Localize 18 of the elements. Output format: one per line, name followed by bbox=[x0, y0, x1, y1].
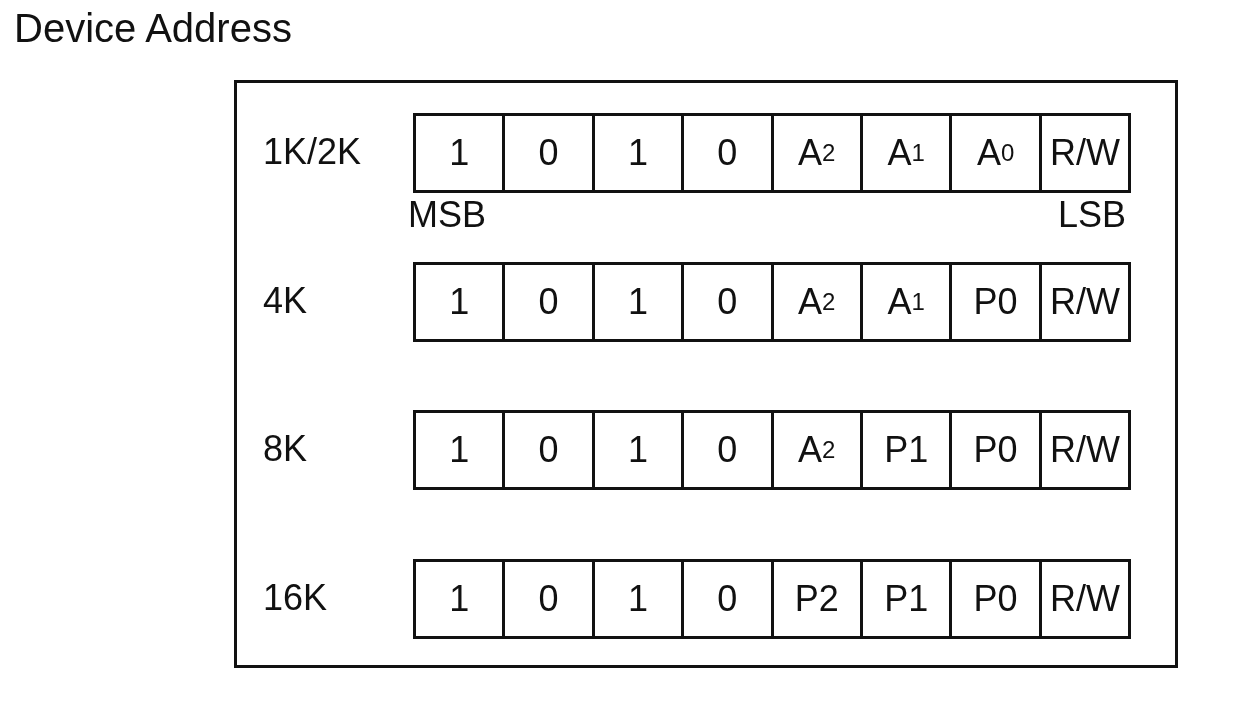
bit-cell: 0 bbox=[502, 113, 595, 193]
row-label: 4K bbox=[263, 280, 308, 322]
bit-cell: 0 bbox=[681, 262, 774, 342]
bit-cell: 0 bbox=[681, 113, 774, 193]
row-label: 1K/2K bbox=[263, 131, 362, 173]
bit-cell: P0 bbox=[949, 410, 1042, 490]
bit-cell: P0 bbox=[949, 559, 1042, 639]
bit-order-label: LSB bbox=[1057, 194, 1126, 236]
bit-cell: 0 bbox=[502, 559, 595, 639]
bit-order-label: MSB bbox=[408, 194, 486, 236]
bit-cell: 0 bbox=[502, 410, 595, 490]
row-label: 8K bbox=[263, 428, 308, 470]
row-label: 16K bbox=[263, 577, 328, 619]
title: Device Address bbox=[14, 6, 292, 51]
bit-cell: P0 bbox=[949, 262, 1042, 342]
bit-cell: 0 bbox=[681, 559, 774, 639]
bit-cell: 0 bbox=[502, 262, 595, 342]
bit-cell: 0 bbox=[681, 410, 774, 490]
